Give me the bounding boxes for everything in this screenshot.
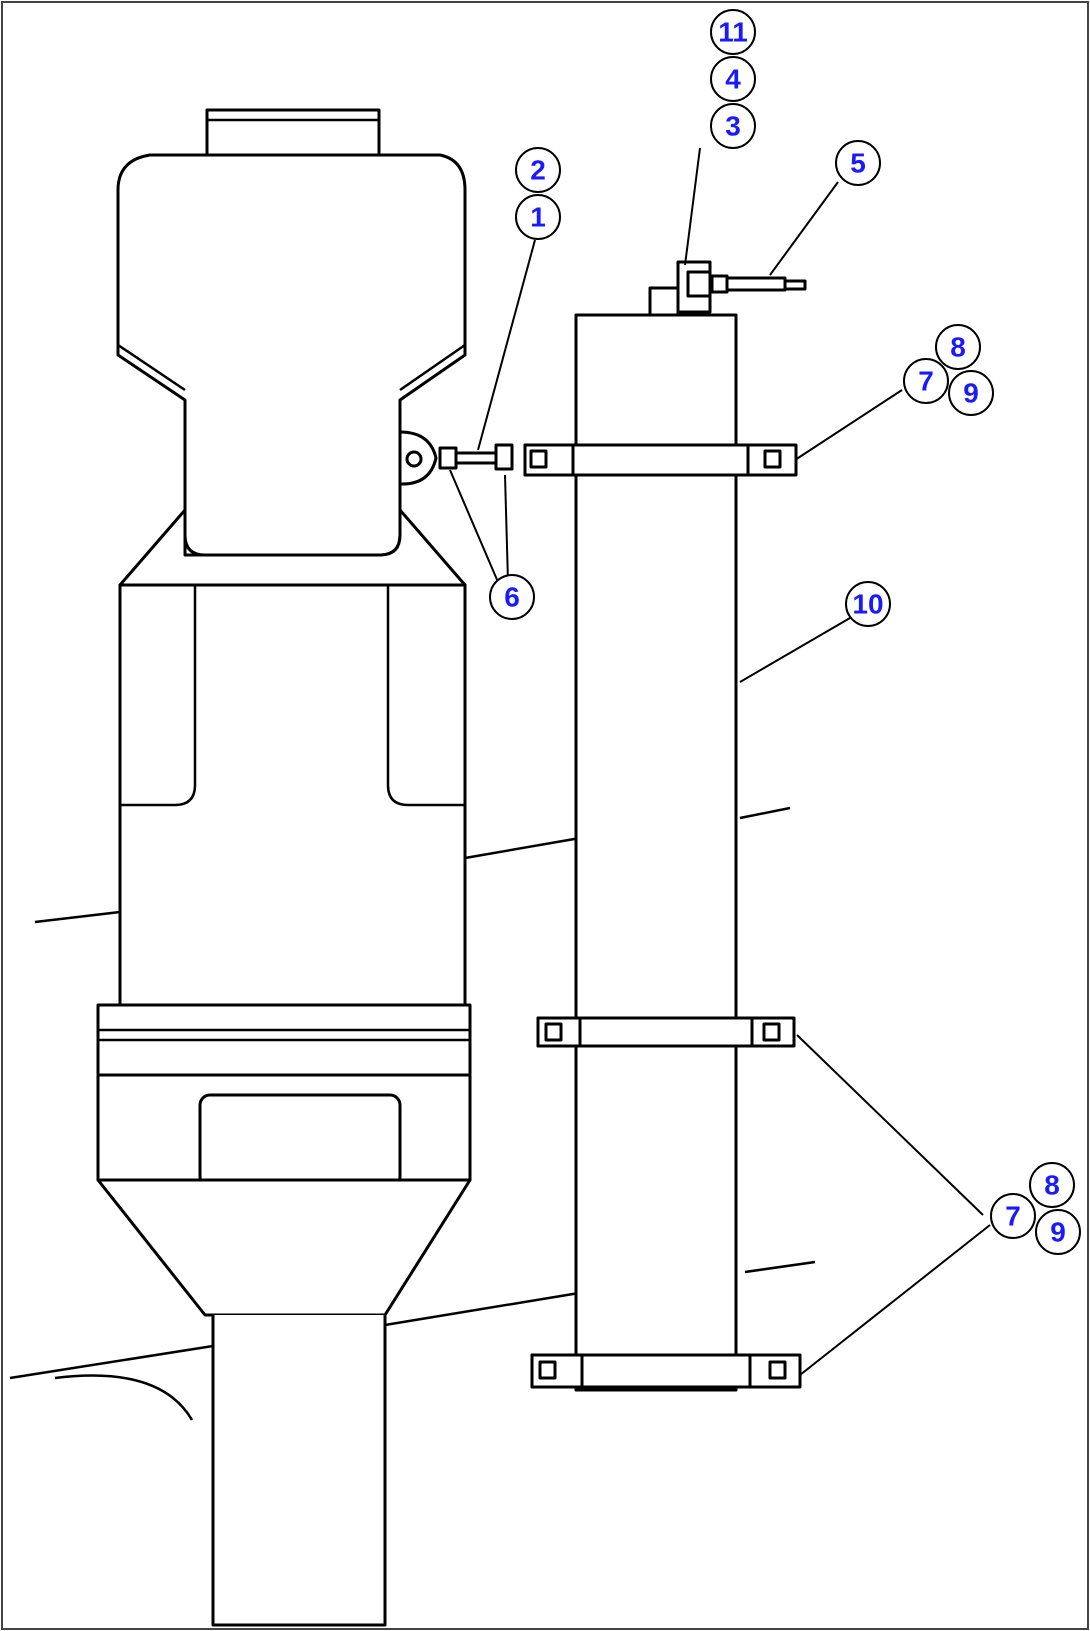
cylinder-body (574, 313, 738, 1392)
callout-9-lower: 9 (1035, 1209, 1081, 1255)
callout-10: 10 (845, 581, 891, 627)
upper-tank (116, 153, 467, 557)
callout-4: 4 (710, 56, 756, 102)
callout-2: 2 (515, 147, 561, 193)
rod-nut-left (438, 446, 458, 470)
top-cap (205, 108, 381, 157)
svg-text:9: 9 (963, 378, 979, 409)
outlet-cone (96, 1178, 472, 1317)
callout-11: 11 (710, 9, 756, 55)
rod-nut-right (494, 443, 514, 471)
svg-text:3: 3 (725, 111, 741, 142)
svg-text:8: 8 (1044, 1170, 1060, 1201)
svg-text:8: 8 (950, 332, 966, 363)
callout-9-upper: 9 (948, 370, 994, 416)
callout-7-upper: 7 (903, 358, 949, 404)
housing-shoulder (118, 508, 467, 587)
callout-5: 5 (835, 140, 881, 186)
svg-text:7: 7 (1005, 1201, 1021, 1232)
clamp-middle (536, 1016, 796, 1048)
svg-text:1: 1 (530, 202, 546, 233)
top-valve (648, 260, 807, 317)
svg-text:7: 7 (918, 366, 934, 397)
callout-3: 3 (710, 103, 756, 149)
outlet-pipe (211, 1315, 387, 1627)
svg-text:10: 10 (852, 589, 883, 620)
cylinder-assembly (523, 260, 807, 1392)
tie-rod (454, 451, 498, 465)
svg-text:11: 11 (718, 17, 748, 48)
main-housing-assembly (96, 108, 472, 1627)
callout-8-lower: 8 (1029, 1162, 1075, 1208)
clamp-lower (530, 1353, 802, 1389)
tie-rod-assembly (398, 430, 514, 486)
svg-text:6: 6 (504, 582, 520, 613)
main-body (118, 583, 467, 1007)
clamp-upper (523, 443, 798, 477)
callout-8-upper: 8 (935, 324, 981, 370)
callouts: 11 4 3 5 2 1 8 7 (489, 9, 1081, 1255)
frame-lines (9, 806, 816, 1421)
callout-6: 6 (489, 574, 535, 620)
callout-7-lower: 7 (990, 1193, 1036, 1239)
leader-lines (449, 147, 991, 1376)
callout-1: 1 (515, 194, 561, 240)
inspection-window (198, 1093, 402, 1189)
svg-text:2: 2 (530, 155, 546, 186)
svg-text:4: 4 (725, 64, 741, 95)
svg-text:5: 5 (850, 148, 866, 179)
svg-text:9: 9 (1050, 1217, 1066, 1248)
